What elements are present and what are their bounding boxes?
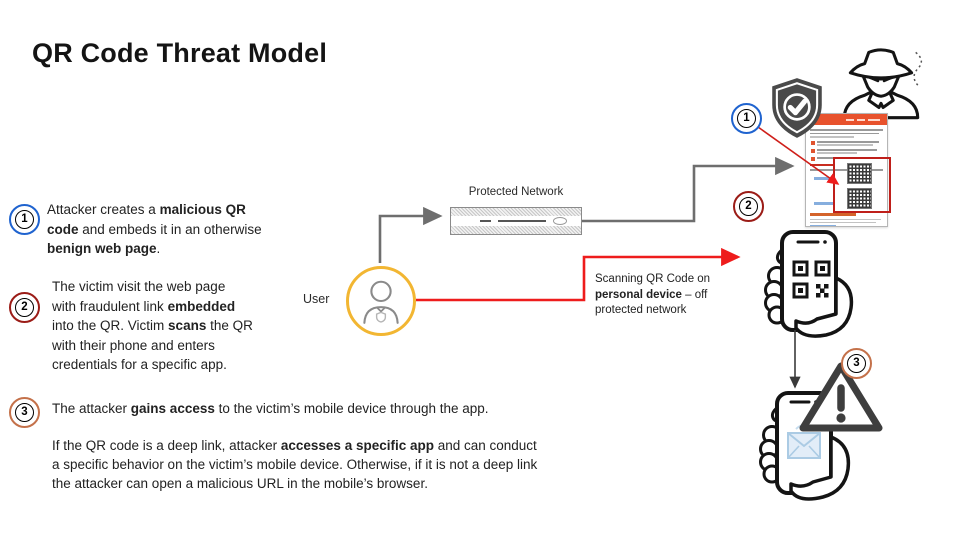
webpage-header <box>806 114 887 125</box>
appliance-faceplate <box>451 216 581 226</box>
webpage-text-line <box>810 221 876 224</box>
webpage-link-line <box>814 177 834 180</box>
webpage-qr-code-1 <box>847 163 872 184</box>
webpage-text-line <box>817 144 873 146</box>
page-title: QR Code Threat Model <box>32 38 328 68</box>
arrow-user-to-network <box>378 206 443 263</box>
user-avatar <box>346 266 416 336</box>
step-3-number: 3 <box>15 403 34 422</box>
webpage-bullet <box>811 157 815 161</box>
webpage-text-line <box>817 149 877 151</box>
attacker-spy-icon <box>842 48 923 120</box>
scan-note: Scanning QR Code on personal device – of… <box>595 273 711 316</box>
flow-marker-3-number: 3 <box>847 354 866 373</box>
webpage-text-line <box>810 218 881 221</box>
flow-marker-1: 1 <box>731 103 762 134</box>
shield-check-icon <box>772 78 822 138</box>
webpage-red-heading <box>810 164 834 166</box>
webpage-qr-code-2 <box>847 188 872 209</box>
phone-scanning-qr-icon <box>764 230 854 338</box>
webpage-text-line <box>810 132 879 135</box>
appliance-slot-icon <box>498 220 546 222</box>
step-1-text: Attacker creates a malicious QR code and… <box>47 202 262 256</box>
step-3-text: The attacker gains access to the victim’… <box>52 401 489 416</box>
flow-marker-3: 3 <box>841 348 872 379</box>
webpage-bullet <box>811 149 815 153</box>
step-1-number: 1 <box>15 210 34 229</box>
firewall-appliance-icon <box>450 207 582 235</box>
appliance-port-icon <box>553 217 567 225</box>
warning-triangle-icon <box>799 362 883 432</box>
webpage-text-line <box>810 129 883 131</box>
webpage-link-line <box>810 224 836 227</box>
qr-glyph <box>792 260 831 299</box>
flow-marker-2-number: 2 <box>739 197 758 216</box>
webpage-link-line <box>814 202 834 205</box>
webpage-header-menu <box>846 119 854 121</box>
appliance-texture-top <box>451 208 581 216</box>
step-2-number: 2 <box>15 298 34 317</box>
webpage-text-line <box>817 141 879 143</box>
mail-icon <box>787 424 821 459</box>
appliance-slot-icon <box>480 220 491 222</box>
step-3-marker: 3 <box>9 397 40 428</box>
qr-highlight-box <box>833 157 891 213</box>
webpage-text-line <box>810 169 883 171</box>
person-icon <box>363 280 399 324</box>
user-label: User <box>303 292 330 306</box>
deep-link-note: If the QR code is a deep link, attacker … <box>52 438 538 491</box>
protected-network-label: Protected Network <box>468 186 564 198</box>
benign-webpage-thumbnail <box>805 113 888 227</box>
step-2-text: The victim visit the web page with fraud… <box>52 279 253 372</box>
webpage-header-menu <box>868 119 880 121</box>
appliance-texture-bottom <box>451 226 581 234</box>
step-2-marker: 2 <box>9 292 40 323</box>
step-1-marker: 1 <box>9 204 40 235</box>
flow-marker-1-number: 1 <box>737 109 756 128</box>
webpage-text-line <box>817 152 857 154</box>
webpage-bullet <box>811 141 815 145</box>
webpage-orange-heading <box>810 213 856 216</box>
flow-marker-2: 2 <box>733 191 764 222</box>
webpage-header-menu <box>857 119 865 121</box>
